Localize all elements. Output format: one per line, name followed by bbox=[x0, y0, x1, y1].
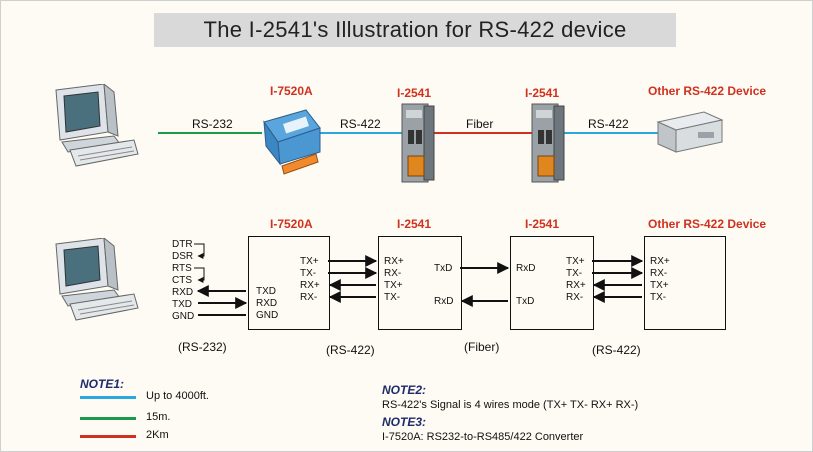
segment-label-rs232: (RS-232) bbox=[178, 340, 227, 354]
pc-signal-dtr: DTR bbox=[172, 239, 193, 250]
pc-signal-dsr: DSR bbox=[172, 251, 194, 262]
i7520a-pin-tx-plus: TX+ bbox=[300, 256, 319, 267]
note2-title: NOTE2: bbox=[382, 383, 427, 397]
i2541a-pin-rx-minus: RX- bbox=[384, 268, 402, 279]
top-label-other-device: Other RS-422 Device bbox=[648, 84, 767, 98]
i2541-device-icon-top-1 bbox=[401, 103, 435, 183]
pc-computer-icon-top bbox=[55, 84, 139, 167]
i2541a-pin-rx-plus: RX+ bbox=[384, 256, 404, 267]
legend-line-red bbox=[80, 435, 136, 438]
other-device-box bbox=[644, 236, 726, 330]
legend-line-blue bbox=[80, 396, 136, 399]
i2541a-pin-tx-plus: TX+ bbox=[384, 280, 403, 291]
top-label-i7520a: I-7520A bbox=[270, 84, 313, 98]
bottom-label-i7520a: I-7520A bbox=[270, 217, 313, 231]
i2541a-pin-rxd: RxD bbox=[434, 296, 454, 307]
link-label-fiber: Fiber bbox=[466, 117, 494, 131]
pc-signal-txd: TXD bbox=[172, 299, 192, 310]
i7520a-box bbox=[248, 236, 330, 330]
segment-label-fiber: (Fiber) bbox=[464, 340, 500, 354]
link-label-rs232: RS-232 bbox=[192, 117, 233, 131]
i2541-box-1 bbox=[378, 236, 462, 330]
top-label-i2541-1: I-2541 bbox=[397, 86, 432, 100]
i7520a-pin-tx-minus: TX- bbox=[300, 268, 317, 279]
i7520a-pin-rx-plus: RX+ bbox=[300, 280, 320, 291]
legend-label-2km: 2Km bbox=[146, 429, 169, 441]
bottom-label-other-device: Other RS-422 Device bbox=[648, 217, 767, 231]
other-pin-tx-plus: TX+ bbox=[650, 280, 669, 291]
legend-line-green bbox=[80, 417, 136, 420]
diagram-title: The I-2541's Illustration for RS-422 dev… bbox=[154, 13, 676, 47]
i2541b-pin-txd: TxD bbox=[516, 296, 535, 307]
i2541-box-2 bbox=[510, 236, 594, 330]
i2541b-pin-tx-minus: TX- bbox=[566, 268, 583, 279]
i7520a-pin-txd: TXD bbox=[256, 286, 276, 297]
link-label-rs422-2: RS-422 bbox=[588, 117, 629, 131]
bottom-label-i2541-2: I-2541 bbox=[525, 217, 560, 231]
i7520a-pin-gnd: GND bbox=[256, 310, 279, 321]
other-rs422-device-icon-top bbox=[656, 111, 724, 153]
i2541b-pin-rx-plus: RX+ bbox=[566, 280, 586, 291]
legend-label-4000ft: Up to 4000ft. bbox=[146, 390, 209, 402]
note2-text: RS-422's Signal is 4 wires mode (TX+ TX-… bbox=[382, 399, 639, 411]
note3-text: I-7520A: RS232-to-RS485/422 Converter bbox=[382, 431, 584, 443]
legend-label-15m: 15m. bbox=[146, 411, 171, 423]
segment-label-rs422-2: (RS-422) bbox=[592, 343, 641, 357]
other-pin-rx-plus: RX+ bbox=[650, 256, 670, 267]
other-pin-rx-minus: RX- bbox=[650, 268, 668, 279]
i2541b-pin-rx-minus: RX- bbox=[566, 292, 584, 303]
i2541b-pin-rxd: RxD bbox=[516, 263, 536, 274]
pc-signal-cts: CTS bbox=[172, 275, 192, 286]
i2541b-pin-tx-plus: TX+ bbox=[566, 256, 585, 267]
pc-signal-gnd: GND bbox=[172, 311, 195, 322]
i2541a-pin-txd: TxD bbox=[434, 263, 453, 274]
pc-computer-icon-bottom bbox=[55, 238, 139, 321]
bottom-label-i2541-1: I-2541 bbox=[397, 217, 432, 231]
i7520a-pin-rx-minus: RX- bbox=[300, 292, 318, 303]
dtr-dsr-loop bbox=[194, 243, 205, 259]
note1-title: NOTE1: bbox=[80, 377, 125, 391]
segment-label-rs422-1: (RS-422) bbox=[326, 343, 375, 357]
top-label-i2541-2: I-2541 bbox=[525, 86, 560, 100]
pc-signal-rts: RTS bbox=[172, 263, 192, 274]
i2541a-pin-tx-minus: TX- bbox=[384, 292, 401, 303]
pc-signal-rxd: RXD bbox=[172, 287, 194, 298]
rts-cts-loop bbox=[194, 267, 205, 283]
i7520a-pin-rxd: RXD bbox=[256, 298, 278, 309]
i7520a-device-icon-top bbox=[263, 109, 321, 175]
link-label-rs422-1: RS-422 bbox=[340, 117, 381, 131]
note3-title: NOTE3: bbox=[382, 415, 427, 429]
other-pin-tx-minus: TX- bbox=[650, 292, 667, 303]
i2541-device-icon-top-2 bbox=[531, 103, 565, 183]
